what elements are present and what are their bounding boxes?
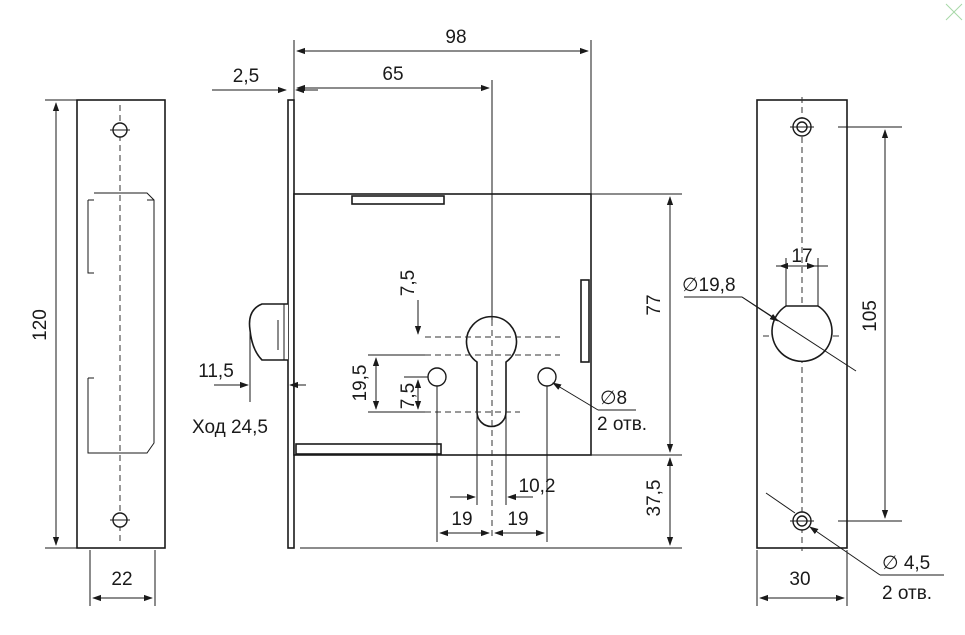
dim-label-2-5: 2,5 bbox=[233, 66, 259, 87]
latch-bolt bbox=[248, 303, 288, 361]
mounting-hole-left bbox=[427, 367, 447, 387]
dim-label-37-5: 37,5 bbox=[644, 480, 665, 517]
dim-label-7-5-top: 7,5 bbox=[398, 270, 419, 296]
dim-label-stroke: Ход 24,5 bbox=[192, 417, 268, 438]
right-slot bbox=[580, 279, 590, 363]
dim-label-17: 17 bbox=[791, 246, 812, 267]
dim-label-65: 65 bbox=[382, 64, 403, 85]
strike-plate-view: 120 22 bbox=[30, 99, 166, 606]
strike-box-lip bbox=[87, 199, 94, 454]
strike-screw-hole-top bbox=[110, 122, 130, 138]
dim-label-screw-diameter: ∅ 4,5 bbox=[882, 553, 930, 574]
faceplate-screw-hole-bottom bbox=[790, 511, 814, 531]
dim-label-7-5-bottom: 7,5 bbox=[398, 383, 419, 409]
corner-cross-mark bbox=[945, 3, 963, 21]
lock-case bbox=[293, 193, 592, 456]
dim-label-screw-count: 2 отв. bbox=[882, 583, 932, 604]
dim-label-hole-diameter: ∅8 bbox=[600, 388, 627, 409]
dim-label-120: 120 bbox=[30, 309, 51, 341]
faceplate-screw-hole-top bbox=[790, 117, 814, 137]
dim-label-19-left: 19 bbox=[451, 509, 472, 530]
dim-label-30: 30 bbox=[789, 569, 810, 590]
faceplate-view: 17 ∅19,8 105 30 ∅ 4,5 2 отв. bbox=[682, 97, 944, 606]
dim-label-hole-count: 2 отв. bbox=[597, 414, 647, 435]
dim-label-11-5: 11,5 bbox=[198, 361, 234, 382]
dim-label-19-5: 19,5 bbox=[350, 365, 371, 402]
dim-label-98: 98 bbox=[445, 27, 466, 48]
dim-label-22: 22 bbox=[111, 569, 132, 590]
faceplate-cylinder-cutout bbox=[771, 305, 833, 363]
dim-label-cutout-diameter: ∅19,8 bbox=[682, 275, 736, 296]
strike-box-outline bbox=[94, 192, 155, 454]
dim-label-105: 105 bbox=[860, 300, 881, 332]
top-slot bbox=[351, 195, 445, 205]
bottom-slot bbox=[295, 443, 442, 455]
dim-label-19-right: 19 bbox=[507, 509, 528, 530]
strike-plate bbox=[76, 99, 166, 549]
strike-screw-hole-bottom bbox=[110, 512, 130, 528]
dim-label-10-2: 10,2 bbox=[519, 476, 556, 497]
lock-faceplate bbox=[287, 99, 295, 549]
lock-body-view: 98 65 2,5 7,5 19,5 7,5 ∅8 2 отв. 77 bbox=[192, 27, 682, 549]
dim-label-77: 77 bbox=[644, 294, 665, 315]
